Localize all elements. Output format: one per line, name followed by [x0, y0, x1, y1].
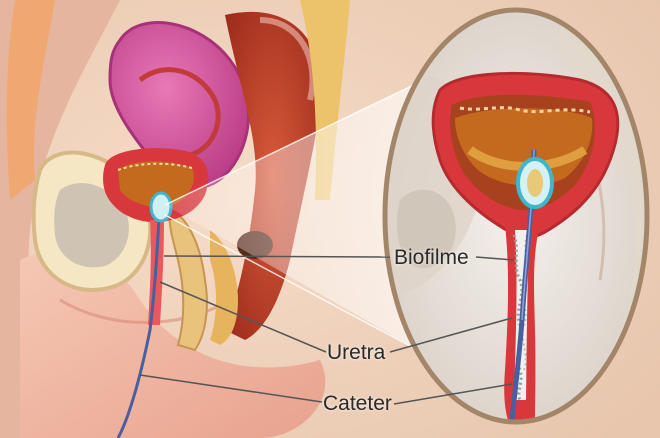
urethra-label: Uretra	[327, 342, 385, 363]
biofilm-label: Biofilme	[394, 247, 469, 268]
biofilm-leader-left	[164, 256, 390, 257]
balloon-zoom-core	[527, 169, 543, 197]
catheter-label: Cateter	[323, 393, 392, 414]
